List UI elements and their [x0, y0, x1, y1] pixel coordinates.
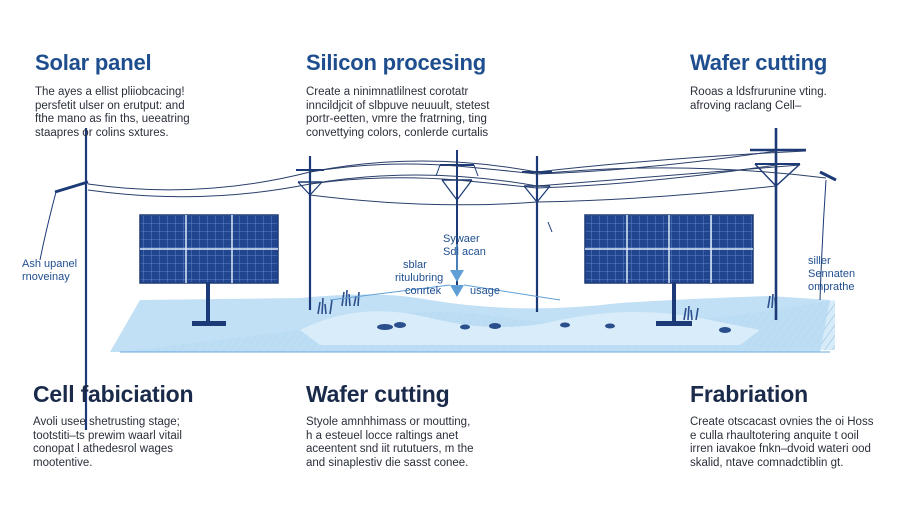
- ground-strip: [110, 294, 835, 353]
- rocks: [377, 322, 731, 333]
- section-body: Avoli usee shetrusting stage; tootstiti–…: [33, 416, 182, 469]
- pole-left: [39, 128, 89, 430]
- section-body: Create a ninimnatlilnest corotatr inncil…: [306, 86, 490, 139]
- section-wafer-cutting-top: Wafer cutting Rooas a ldsfrurunine vting…: [690, 50, 827, 113]
- section-frabriation: Frabriation Create otscacast ovnies the …: [690, 381, 873, 470]
- label-center-conrtek: conrtek: [405, 285, 442, 297]
- arrow-down-icon: [450, 244, 464, 297]
- solar-panel-right: [584, 214, 754, 326]
- section-title: Cell fabiciation: [33, 381, 194, 407]
- section-wafer-cutting-bottom: Wafer cutting Styole amnhhimass or moutt…: [306, 381, 473, 470]
- section-body: Rooas a ldsfrurunine vting. afroving rac…: [690, 86, 827, 112]
- label-center-top: Sywaer Sdl acan: [443, 233, 486, 258]
- section-body: Create otscacast ovnies the oi Hoss e cu…: [690, 416, 874, 469]
- section-title: Wafer cutting: [690, 50, 828, 75]
- section-title: Silicon procesing: [306, 50, 486, 75]
- label-left: Ash upanel rnoveinay: [22, 258, 78, 283]
- grass-tufts: [317, 289, 777, 321]
- section-body: Styole amnhhimass or moutting, h a esteu…: [306, 416, 474, 469]
- label-center-middle: sblar ritulubring: [395, 259, 444, 284]
- pole-3: [522, 156, 553, 312]
- solar-panel-left: [139, 214, 279, 326]
- power-lines: [87, 150, 827, 206]
- section-title: Frabriation: [690, 381, 808, 407]
- label-center-usage: usage: [470, 285, 500, 297]
- section-body: The ayes a ellist pliiobcacing! persfeti…: [35, 86, 190, 139]
- label-right: siller Sennaten omprathe: [808, 255, 856, 293]
- section-title: Solar panel: [35, 50, 152, 75]
- flow-lines: [329, 284, 561, 301]
- section-title: Wafer cutting: [306, 381, 450, 407]
- section-silicon-processing: Silicon procesing Create a ninimnatlilne…: [306, 50, 489, 140]
- section-solar-panel: Solar panel The ayes a ellist pliiobcaci…: [35, 50, 190, 140]
- pole-1: [296, 156, 324, 310]
- section-cell-fabrication: Cell fabiciation Avoli usee shetrusting …: [33, 381, 194, 470]
